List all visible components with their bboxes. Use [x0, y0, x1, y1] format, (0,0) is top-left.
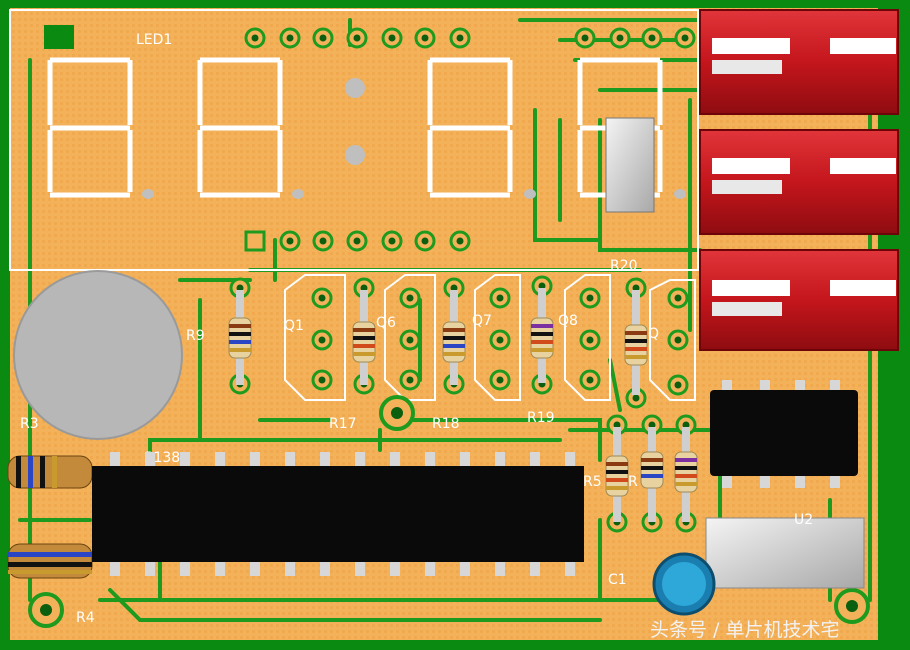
eeprom-chip — [710, 390, 858, 476]
label-r3: R3 — [20, 416, 39, 432]
ic-right-pins — [722, 380, 840, 488]
label-r4: R4 — [76, 610, 95, 626]
watermark-text: 头条号 / 单片机技术宅 — [650, 619, 839, 641]
crystal-oscillator — [605, 117, 655, 213]
label-q6: Q6 — [376, 315, 396, 331]
resistor-r4 — [7, 543, 93, 579]
pin1-marker — [44, 25, 74, 49]
label-r5: R5 — [583, 474, 602, 490]
buzzer — [13, 270, 183, 440]
mounting-holes — [28, 395, 870, 628]
decimal-points — [142, 78, 686, 199]
led-pins-bottom — [244, 230, 471, 252]
label-q1: Q1 — [284, 318, 304, 334]
label-r-partial: R — [628, 474, 638, 490]
red-switch-1 — [699, 9, 899, 115]
label-q7: Q7 — [472, 313, 492, 329]
transistor-outlines — [284, 274, 696, 401]
resistor-r3 — [7, 455, 93, 489]
label-r20: R20 — [610, 258, 638, 274]
led-display-outline — [9, 9, 699, 271]
resistors-vertical — [228, 275, 698, 533]
red-switch-2 — [699, 129, 899, 235]
label-r19: R19 — [527, 410, 555, 426]
label-q9: Q — [648, 326, 659, 342]
label-r9: R9 — [186, 328, 205, 344]
regulator-u2 — [705, 517, 865, 589]
label-r17: R17 — [329, 416, 357, 432]
label-q8: Q8 — [558, 313, 578, 329]
red-switch-3 — [699, 249, 899, 351]
label-r18: R18 — [432, 416, 460, 432]
label-led1: LED1 — [136, 32, 172, 48]
label-c1: C1 — [608, 572, 627, 588]
label-u2: U2 — [794, 512, 813, 528]
mcu-chip — [92, 466, 584, 562]
mcu-pins — [110, 452, 575, 576]
